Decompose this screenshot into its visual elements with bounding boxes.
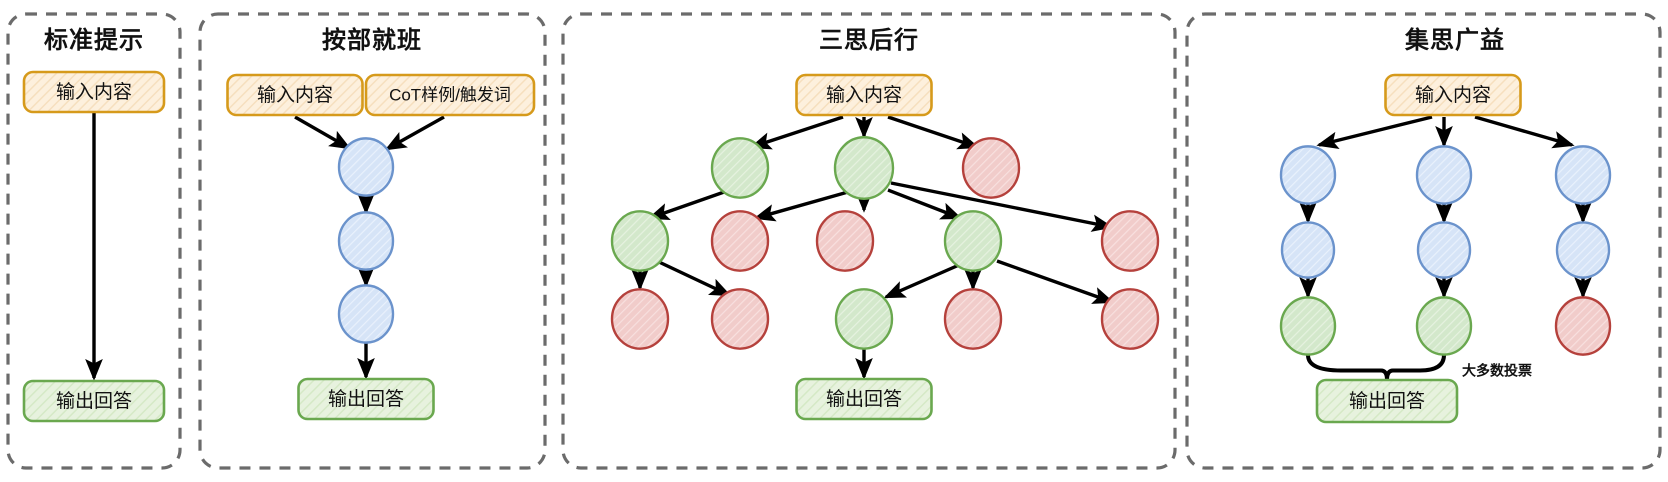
flow-arrow <box>749 115 844 150</box>
panel-title: 标准提示 <box>44 27 144 54</box>
thought-node-red[interactable] <box>1100 288 1160 350</box>
thought-node-blue[interactable] <box>1280 221 1336 279</box>
thought-node-green[interactable] <box>943 210 1003 272</box>
thought-node-green[interactable] <box>833 136 895 200</box>
thought-node-blue[interactable] <box>337 137 395 197</box>
thought-node-red[interactable] <box>961 137 1021 199</box>
thought-node-blue[interactable] <box>1555 221 1611 279</box>
majority-vote-brace <box>1306 353 1446 382</box>
thought-node-green[interactable] <box>1415 296 1473 356</box>
input-box-label: CoT样例/触发词 <box>389 85 511 104</box>
output-box-label: 输出回答 <box>56 390 132 412</box>
panel-title: 按部就班 <box>322 26 422 54</box>
input-box[interactable] <box>22 70 166 114</box>
thought-node-green[interactable] <box>710 137 770 199</box>
thought-node-red[interactable] <box>1100 210 1160 272</box>
flow-arrow <box>890 181 1114 232</box>
panel-frame <box>561 12 1177 470</box>
thought-node-blue[interactable] <box>337 284 395 344</box>
thought-node-red[interactable] <box>710 288 770 350</box>
thought-node-blue[interactable] <box>337 211 395 271</box>
output-box[interactable] <box>297 377 435 421</box>
flow-arrow <box>887 115 980 150</box>
output-box[interactable] <box>22 379 166 423</box>
output-box-label: 输出回答 <box>328 388 404 410</box>
thought-node-red[interactable] <box>710 210 770 272</box>
thought-node-red[interactable] <box>1554 296 1612 356</box>
output-box-label: 输出回答 <box>826 388 902 410</box>
input-box[interactable] <box>364 73 536 117</box>
input-box[interactable] <box>1384 73 1522 117</box>
panel-frame <box>6 12 182 470</box>
flow-arrow <box>753 190 849 222</box>
output-box[interactable] <box>795 377 933 421</box>
thought-node-red[interactable] <box>610 288 670 350</box>
thought-node-red[interactable] <box>943 288 1003 350</box>
input-box-label: 输入内容 <box>1415 84 1491 106</box>
input-box[interactable] <box>226 73 364 117</box>
input-box-label: 输入内容 <box>257 84 333 106</box>
flow-arrow <box>883 263 960 299</box>
panel-title: 集思广益 <box>1404 26 1505 54</box>
input-box-label: 输入内容 <box>56 81 132 103</box>
output-box-label: 输出回答 <box>1349 390 1425 412</box>
output-box[interactable] <box>1315 378 1459 424</box>
thought-node-blue[interactable] <box>1415 145 1473 205</box>
thought-node-blue[interactable] <box>1279 145 1337 205</box>
flow-arrow <box>658 260 732 297</box>
flow-arrow <box>384 115 445 151</box>
thought-node-red[interactable] <box>815 210 875 272</box>
flow-arrow <box>887 188 963 220</box>
flow-arrow <box>1316 115 1433 150</box>
panel-title: 三思后行 <box>819 26 919 54</box>
panel-frame <box>1185 12 1662 470</box>
thought-node-blue[interactable] <box>1416 221 1472 279</box>
thought-node-green[interactable] <box>834 288 894 350</box>
thought-node-green[interactable] <box>1279 296 1337 356</box>
flow-arrow <box>294 115 352 150</box>
flow-arrow <box>996 259 1115 304</box>
flow-arrow <box>1474 115 1575 149</box>
flow-arrow <box>647 189 728 221</box>
thought-node-green[interactable] <box>610 210 670 272</box>
thought-node-blue[interactable] <box>1554 145 1612 205</box>
annotation-majority-vote: 大多数投票 <box>1462 363 1532 379</box>
input-box-label: 输入内容 <box>826 84 902 106</box>
input-box[interactable] <box>795 73 933 117</box>
panel-frame <box>198 12 547 470</box>
